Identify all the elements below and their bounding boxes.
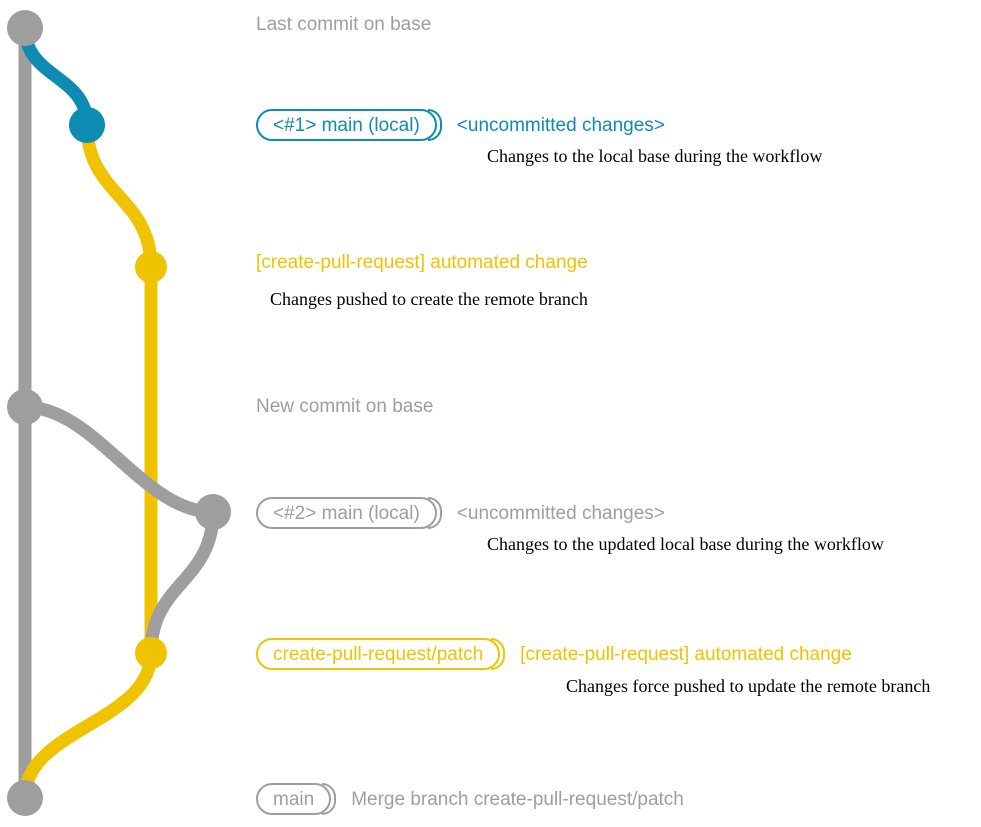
edge-base-new-to-local-2 xyxy=(18,400,220,519)
ref-badge-local-1[interactable]: <#1> main (local) xyxy=(256,109,442,141)
commit-note-automated-2: Changes force pushed to update the remot… xyxy=(566,676,931,696)
commit-note-local-1: Changes to the local base during the wor… xyxy=(487,146,823,166)
commit-row-last-commit-on-base: Last commit on base xyxy=(256,15,431,34)
commit-note-automated-1: Changes pushed to create the remote bran… xyxy=(270,289,588,309)
commit-note-local-2: Changes to the updated local base during… xyxy=(487,534,884,554)
commit-subject-text: [create-pull-request] automated change xyxy=(520,643,852,665)
commit-row-automated-change-1: [create-pull-request] automated change xyxy=(256,253,588,272)
ref-badge-main[interactable]: main xyxy=(256,783,337,815)
commit-row-local-uncommitted-1: <#1> main (local) <uncommitted changes> xyxy=(256,109,665,141)
edge-patch-2-to-merge xyxy=(18,646,158,805)
commit-subject-text: Last commit on base xyxy=(256,14,432,35)
commit-subject-text: [create-pull-request] automated change xyxy=(256,252,588,273)
commit-node-patch-1 xyxy=(135,251,167,283)
commit-row-merge-commit: main Merge branch create-pull-request/pa… xyxy=(256,783,684,815)
commit-row-automated-change-2: create-pull-request/patch [create-pull-r… xyxy=(256,638,852,670)
commit-node-local-1 xyxy=(69,107,105,143)
commit-node-local-2 xyxy=(195,494,231,530)
commit-node-base-new xyxy=(7,389,43,425)
commit-node-base-last xyxy=(7,10,43,46)
commit-subject-text: Merge branch create-pull-request/patch xyxy=(351,788,684,810)
commit-subject-text: <uncommitted changes> xyxy=(456,502,665,524)
edge-local-1-to-patch-1 xyxy=(80,118,158,274)
commit-node-patch-2 xyxy=(135,637,167,669)
commit-subject-text: New commit on base xyxy=(256,396,434,417)
ref-badge-create-pull-request-patch[interactable]: create-pull-request/patch xyxy=(256,638,506,670)
commit-row-new-commit-on-base: New commit on base xyxy=(256,397,433,416)
commit-subject-text: <uncommitted changes> xyxy=(456,114,665,136)
edge-local-2-to-patch-2 xyxy=(144,505,220,660)
ref-badge-local-2[interactable]: <#2> main (local) xyxy=(256,497,442,529)
commit-row-local-uncommitted-2: <#2> main (local) <uncommitted changes> xyxy=(256,497,665,529)
commit-node-base-merge xyxy=(7,780,43,816)
